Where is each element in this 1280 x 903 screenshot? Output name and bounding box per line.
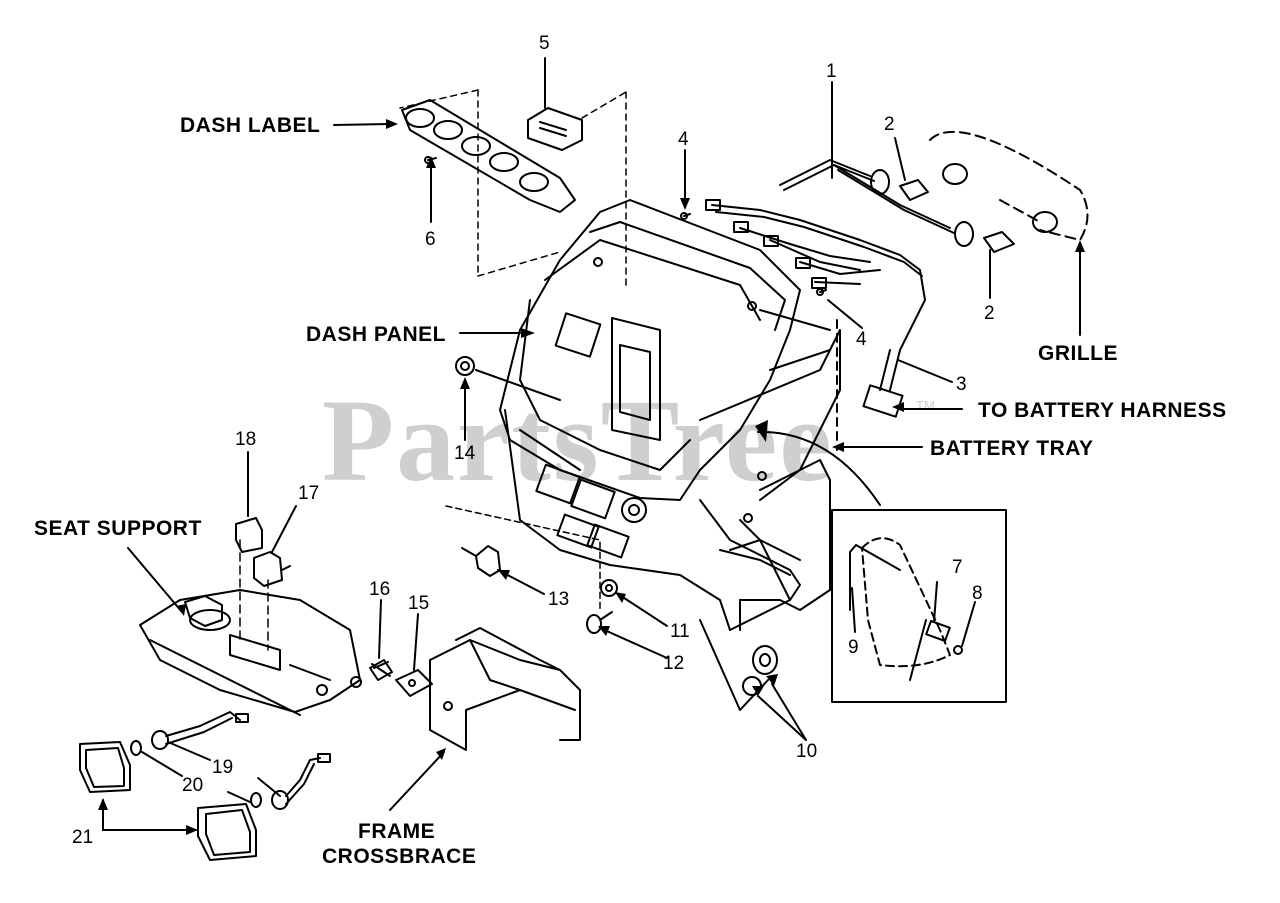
inset-box	[832, 510, 1006, 702]
part-5-switch-label	[528, 108, 582, 150]
callout-13: 13	[548, 589, 570, 610]
callout-3: 3	[956, 374, 967, 395]
label-seat-support: SEAT SUPPORT	[34, 517, 202, 540]
callout-4-top: 4	[678, 129, 689, 150]
callout-17: 17	[298, 483, 320, 504]
wiring-harness	[681, 160, 1014, 417]
label-dash-panel: DASH PANEL	[306, 323, 446, 346]
part-21-light-upper	[80, 742, 130, 792]
inset-arrow	[758, 432, 880, 505]
label-to-battery-harness: TO BATTERY HARNESS	[978, 399, 1227, 422]
part-21-light-lower	[198, 804, 256, 860]
dash-label-strip	[402, 100, 575, 212]
callout-11: 11	[670, 621, 690, 642]
part-20-bulbs	[131, 741, 261, 807]
label-battery-tray: BATTERY TRAY	[930, 437, 1094, 460]
callout-12: 12	[663, 653, 685, 674]
leader-lines	[103, 58, 1080, 830]
part-19-sockets	[152, 712, 330, 809]
part-17-switch	[254, 552, 290, 586]
callout-2-top: 2	[884, 114, 895, 135]
callout-15: 15	[408, 593, 430, 614]
callout-2-bottom: 2	[984, 303, 995, 324]
grille-outline	[930, 132, 1088, 240]
inset-arrowhead	[755, 420, 768, 442]
label-dash-label: DASH LABEL	[180, 114, 321, 137]
part-15-plunger	[396, 670, 432, 696]
dash-panel-body	[500, 200, 840, 630]
callout-4-right: 4	[856, 329, 867, 350]
arrowheads	[98, 119, 1085, 835]
part-14-grommet	[456, 357, 560, 400]
callout-20: 20	[182, 775, 204, 796]
label-frame: FRAME	[358, 820, 436, 843]
callout-19: 19	[212, 757, 234, 778]
callout-16: 16	[369, 579, 391, 600]
grille-holes	[943, 164, 1057, 232]
callout-21: 21	[72, 827, 94, 848]
battery-tray	[730, 320, 837, 610]
part-10-bulbs	[700, 620, 777, 710]
callout-6: 6	[425, 229, 436, 250]
callout-7: 7	[952, 557, 963, 578]
frame-crossbrace	[430, 628, 580, 750]
callout-10: 10	[796, 741, 818, 762]
part-11-nut	[601, 580, 617, 596]
label-crossbrace: CROSSBRACE	[322, 845, 477, 868]
seat-support	[140, 540, 361, 715]
part-16-spring	[370, 660, 392, 680]
projection-lines	[400, 90, 626, 290]
part-18-switch	[236, 518, 262, 552]
callout-5: 5	[539, 33, 550, 54]
label-grille: GRILLE	[1038, 342, 1118, 365]
callout-14: 14	[454, 443, 476, 464]
callout-9: 9	[848, 637, 859, 658]
callout-18: 18	[235, 429, 257, 450]
callout-1: 1	[826, 61, 837, 82]
callout-8: 8	[972, 583, 983, 604]
part-12-washer	[587, 612, 612, 633]
